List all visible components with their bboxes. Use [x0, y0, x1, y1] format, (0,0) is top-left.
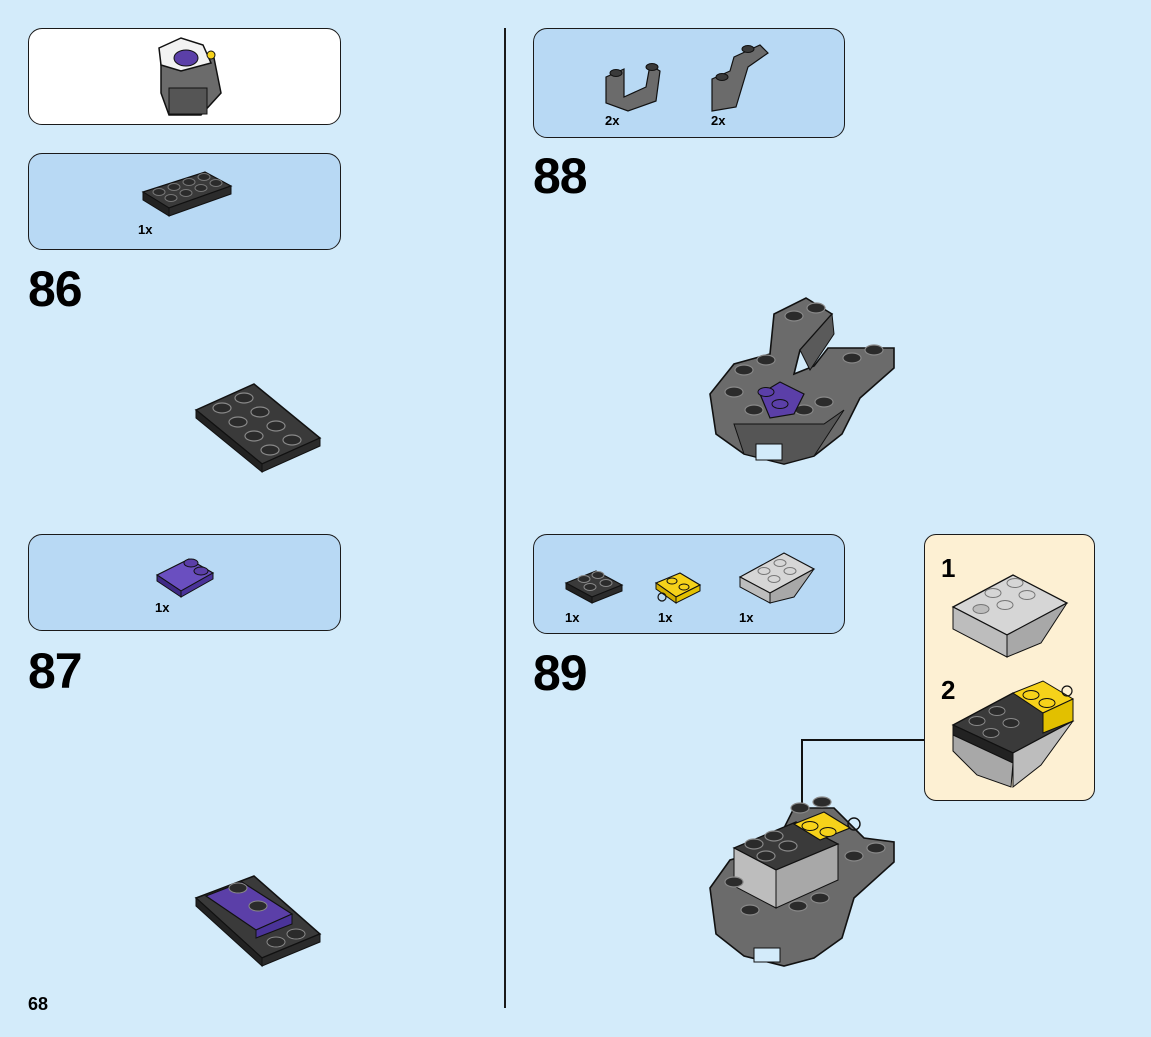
part-quantity: 2x — [711, 113, 726, 128]
step-86-build-illustration — [194, 383, 322, 474]
column-divider — [504, 28, 506, 1008]
light-grey-inverted-slope-icon — [738, 552, 816, 604]
part-quantity: 2x — [605, 113, 620, 128]
sub-step-2-illustration — [951, 680, 1075, 789]
parts-box-step-88: 2x 2x — [533, 28, 845, 138]
part-quantity: 1x — [739, 610, 754, 625]
parts-box-step-86: 1x — [28, 153, 341, 250]
part-quantity: 1x — [138, 222, 153, 237]
sub-step-1-illustration — [951, 574, 1069, 658]
step-87-build-illustration — [194, 875, 322, 968]
black-plate-2x2-icon — [564, 570, 624, 604]
purple-slope-part-icon — [155, 558, 215, 598]
black-plate-part-icon — [141, 171, 233, 217]
step-number-88: 88 — [533, 148, 588, 204]
yellow-clip-plate-icon — [654, 572, 702, 604]
sub-step-number-1: 1 — [941, 553, 956, 583]
sub-assembly-box: 1 2 — [924, 534, 1095, 801]
step-number-86: 86 — [28, 261, 83, 317]
step-89-build-illustration — [709, 796, 895, 967]
previous-assembly-box — [28, 28, 341, 125]
dark-grey-wedge-left-icon — [605, 63, 661, 112]
step-number-87: 87 — [28, 643, 83, 699]
step-number-89: 89 — [533, 645, 588, 701]
parts-box-step-87: 1x — [28, 534, 341, 631]
page-number: 68 — [28, 994, 49, 1014]
head-assembly-illustration — [158, 37, 222, 116]
step-88-build-illustration — [709, 297, 895, 465]
part-quantity: 1x — [155, 600, 170, 615]
sub-step-number-2: 2 — [941, 675, 956, 705]
parts-box-step-89: 1x 1x 1x — [533, 534, 845, 634]
part-quantity: 1x — [565, 610, 580, 625]
part-quantity: 1x — [658, 610, 673, 625]
dark-grey-wedge-right-icon — [711, 44, 769, 112]
